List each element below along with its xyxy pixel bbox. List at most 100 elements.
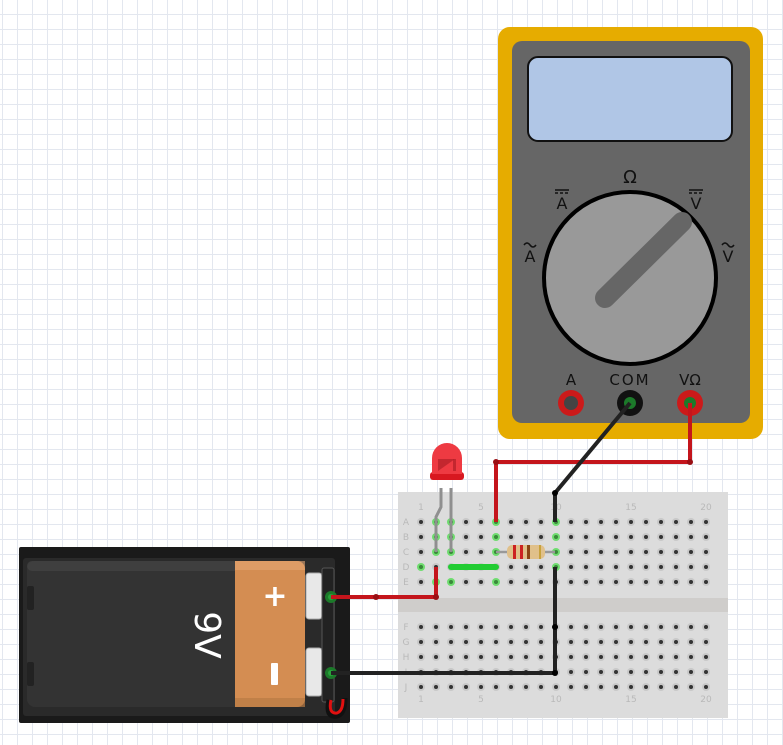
breadboard-hole-center <box>584 565 588 569</box>
breadboard-hole-center <box>599 565 603 569</box>
breadboard-hole-center <box>659 520 663 524</box>
battery-snap-negative <box>305 647 323 697</box>
dial-label-ac-amps: A <box>523 242 537 266</box>
breadboard-hole-center <box>629 565 633 569</box>
breadboard-hole-center <box>584 550 588 554</box>
row-label: C <box>403 548 409 558</box>
dial-label-ohm: Ω <box>623 167 637 188</box>
breadboard-hole-center <box>434 685 438 689</box>
breadboard-hole-center <box>584 535 588 539</box>
column-label: 10 <box>550 695 562 705</box>
breadboard-hole-center <box>644 655 648 659</box>
breadboard-hole-center <box>689 670 693 674</box>
breadboard-hole-center <box>479 535 483 539</box>
column-label: 5 <box>478 503 484 513</box>
breadboard-hole-center <box>509 655 513 659</box>
breadboard-hole-center <box>539 565 543 569</box>
breadboard-hole-center <box>614 550 618 554</box>
breadboard-hole-center <box>434 640 438 644</box>
breadboard-hole-center <box>569 535 573 539</box>
breadboard-hole-center <box>539 520 543 524</box>
breadboard-hole-center <box>644 580 648 584</box>
resistor-bands <box>513 545 541 559</box>
battery-cap-highlight <box>235 561 305 570</box>
column-label: 15 <box>625 503 636 513</box>
breadboard-hole-center <box>659 565 663 569</box>
port-label-vohm: VΩ <box>679 371 701 389</box>
breadboard-hole-center <box>704 670 708 674</box>
multimeter-display <box>527 56 733 142</box>
battery-9v[interactable]: + 9V <box>19 547 350 723</box>
breadboard-hole-center <box>539 685 543 689</box>
breadboard-hole-center <box>659 655 663 659</box>
port-label-com: COM <box>609 371 650 389</box>
breadboard-hole-center <box>629 625 633 629</box>
breadboard-hole-center <box>599 535 603 539</box>
breadboard-hole-center <box>419 535 423 539</box>
breadboard-hole-center <box>569 580 573 584</box>
breadboard-hole-center <box>464 655 468 659</box>
breadboard-hole-center <box>584 580 588 584</box>
breadboard-hole-center <box>524 625 528 629</box>
components <box>430 443 555 570</box>
multimeter[interactable]: Ω A V A V A COM VΩ <box>498 27 763 439</box>
breadboard-hole-center <box>584 520 588 524</box>
battery-voltage-label: 9V <box>186 611 227 659</box>
column-label: 5 <box>478 695 484 705</box>
battery-notch <box>27 662 34 686</box>
breadboard-hole-center <box>659 580 663 584</box>
breadboard-hole-center <box>554 535 558 539</box>
wire-red-probe[interactable] <box>494 403 692 522</box>
breadboard-hole-center <box>584 655 588 659</box>
breadboard-hole-center <box>614 580 618 584</box>
breadboard-hole-center <box>629 580 633 584</box>
breadboard-hole-center <box>644 565 648 569</box>
breadboard-hole-center <box>689 520 693 524</box>
breadboard-hole-center <box>554 685 558 689</box>
battery-body <box>27 561 304 707</box>
breadboard-hole-center <box>644 520 648 524</box>
breadboard-hole-center <box>659 535 663 539</box>
battery-minus-label <box>271 663 278 685</box>
breadboard-hole-center <box>569 640 573 644</box>
breadboard-hole-center <box>704 520 708 524</box>
breadboard-hole-center <box>509 580 513 584</box>
breadboard-hole-center <box>644 685 648 689</box>
breadboard-hole-center <box>569 550 573 554</box>
battery-terminal-strip <box>321 567 335 703</box>
breadboard-hole-center <box>599 520 603 524</box>
breadboard-hole-center <box>419 580 423 584</box>
breadboard-hole-center <box>419 550 423 554</box>
breadboard-hole-center <box>539 640 543 644</box>
breadboard-hole-center <box>479 520 483 524</box>
breadboard-hole-center <box>464 625 468 629</box>
breadboard-hole-center <box>524 685 528 689</box>
breadboard-hole-center <box>464 535 468 539</box>
breadboard-hole-center <box>674 550 678 554</box>
battery-cap <box>235 561 305 707</box>
breadboard-hole-center <box>524 580 528 584</box>
breadboard-hole-center <box>539 535 543 539</box>
svg-text:A: A <box>557 194 568 213</box>
breadboard-hole-center <box>494 685 498 689</box>
dial-label-dc-amps: A <box>555 189 569 213</box>
breadboard-hole-center <box>524 520 528 524</box>
breadboard-hole-center <box>599 580 603 584</box>
breadboard-hole-center <box>524 535 528 539</box>
breadboard-holes <box>417 518 710 691</box>
led[interactable] <box>430 443 464 552</box>
breadboard-hole-center <box>494 640 498 644</box>
breadboard-hole-center <box>449 685 453 689</box>
breadboard-hole-center <box>689 550 693 554</box>
wire-bend <box>552 490 558 496</box>
resistor[interactable] <box>507 545 545 559</box>
breadboard-hole-center <box>449 640 453 644</box>
column-label: 20 <box>700 503 712 513</box>
wire-bend <box>552 624 558 630</box>
wire-bend <box>552 670 558 676</box>
battery-lead-red <box>328 698 345 715</box>
wire-bend <box>373 594 379 600</box>
